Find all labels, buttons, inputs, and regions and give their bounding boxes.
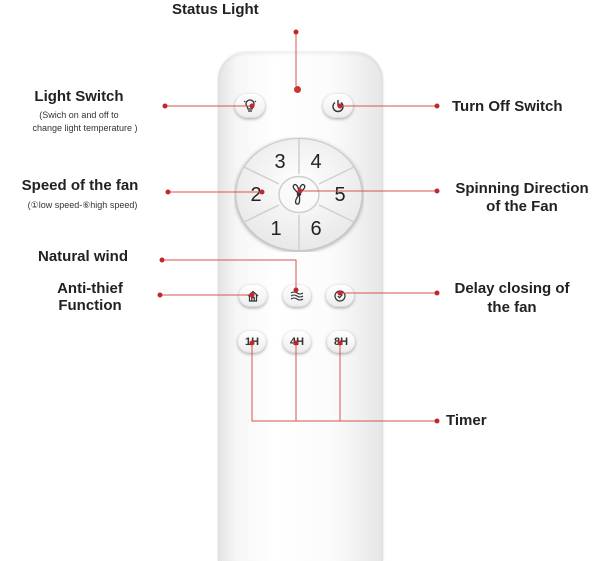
light-switch-sub-1: (Swich on and off to xyxy=(39,110,119,120)
speed-of-fan-sub: (①low speed-⑥high speed) xyxy=(27,200,138,210)
speed-3-button[interactable]: 3 xyxy=(274,151,285,173)
clock-check-icon xyxy=(334,290,346,302)
speed-wheel: 3 4 2 5 1 6 xyxy=(235,138,363,251)
speed-6-button[interactable]: 6 xyxy=(310,218,321,240)
spinning-direction-label-2: of the Fan xyxy=(486,198,558,215)
spinning-direction-label-1: Spinning Direction xyxy=(455,180,589,197)
turn-off-switch-label: Turn Off Switch xyxy=(452,98,563,115)
speed-1-button[interactable]: 1 xyxy=(270,218,281,240)
anti-thief-label-2: Function xyxy=(58,297,122,314)
light-switch-label: Light Switch xyxy=(34,88,124,105)
wind-wave-icon xyxy=(290,291,304,301)
status-light-label: Status Light xyxy=(172,1,259,18)
turn-off-button[interactable] xyxy=(323,94,353,118)
delay-closing-label-2: the fan xyxy=(487,299,537,316)
home-icon xyxy=(247,290,259,302)
natural-wind-button[interactable] xyxy=(283,285,311,307)
timer-4h-button[interactable]: 4H xyxy=(283,331,311,353)
speed-of-fan-label: Speed of the fan xyxy=(21,177,139,194)
timer-1h-label: 1H xyxy=(244,336,260,348)
speed-5-button[interactable]: 5 xyxy=(334,184,345,206)
light-switch-button[interactable] xyxy=(235,94,265,118)
timer-8h-label: 8H xyxy=(333,336,349,348)
status-light-led xyxy=(294,86,301,93)
delay-closing-label-1: Delay closing of xyxy=(454,280,570,297)
light-switch-sub-2: change light temperature ) xyxy=(32,123,138,133)
speed-4-button[interactable]: 4 xyxy=(310,151,321,173)
power-icon xyxy=(332,100,344,113)
timer-4h-label: 4H xyxy=(289,336,305,348)
anti-thief-button[interactable] xyxy=(239,285,267,307)
timer-8h-button[interactable]: 8H xyxy=(327,331,355,353)
timer-label: Timer xyxy=(446,412,487,429)
speed-2-button[interactable]: 2 xyxy=(250,184,261,206)
timer-1h-button[interactable]: 1H xyxy=(238,331,266,353)
delay-closing-button[interactable] xyxy=(326,285,354,307)
natural-wind-label: Natural wind xyxy=(38,248,129,265)
anti-thief-label-1: Anti-thief xyxy=(57,280,123,297)
light-bulb-icon xyxy=(243,99,257,112)
